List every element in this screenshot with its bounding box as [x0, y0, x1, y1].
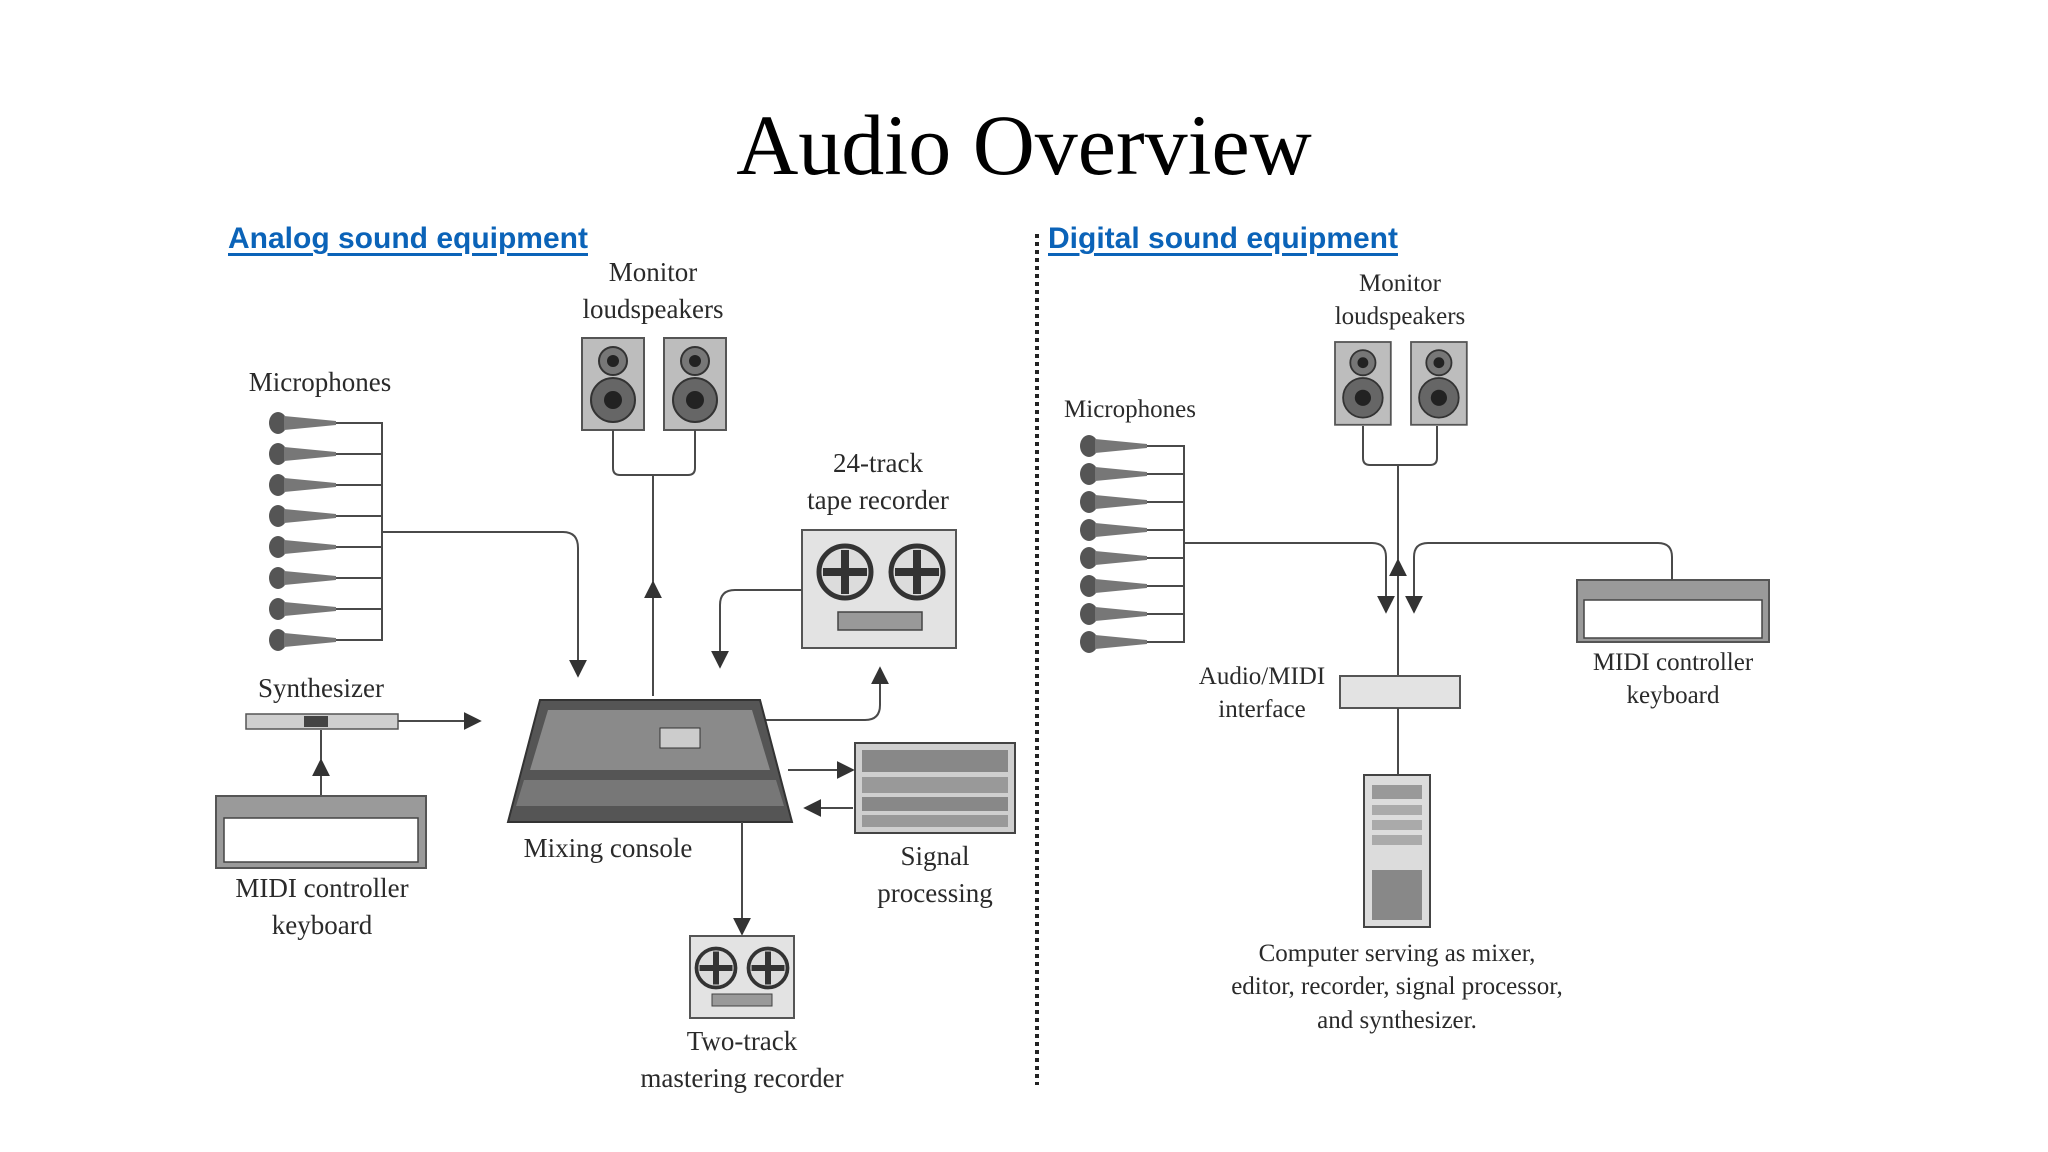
- analog-speakers-icon: [581, 337, 727, 431]
- mixing-console-icon: [506, 699, 794, 823]
- computer-label: Computer serving as mixer,editor, record…: [1231, 940, 1563, 1034]
- digital-microphones-icon: [1080, 435, 1147, 653]
- digital-heading: Digital sound equipment: [1048, 222, 1398, 255]
- digital-microphones-label: Microphones: [1064, 396, 1196, 423]
- analog-midi-keyboard-icon: [215, 795, 427, 869]
- slide-title: Audio Overview: [736, 97, 1312, 193]
- analog-microphones-icon: [269, 412, 336, 651]
- analog-microphones-label: Microphones: [248, 367, 392, 397]
- analog-heading: Analog sound equipment: [228, 222, 588, 255]
- signal-processing-icon: [854, 742, 1016, 834]
- tape-recorder-icon: [801, 529, 957, 649]
- two-track-recorder-icon: [689, 935, 795, 1019]
- digital-midi-keyboard-icon: [1576, 579, 1770, 643]
- synthesizer-label: Synthesizer: [258, 673, 384, 703]
- computer-tower-icon: [1363, 774, 1431, 928]
- mixing-console-label: Mixing console: [523, 833, 693, 863]
- digital-speakers-icon: [1334, 341, 1468, 426]
- synthesizer-icon: [245, 713, 399, 730]
- audio-midi-interface-icon: [1339, 675, 1461, 709]
